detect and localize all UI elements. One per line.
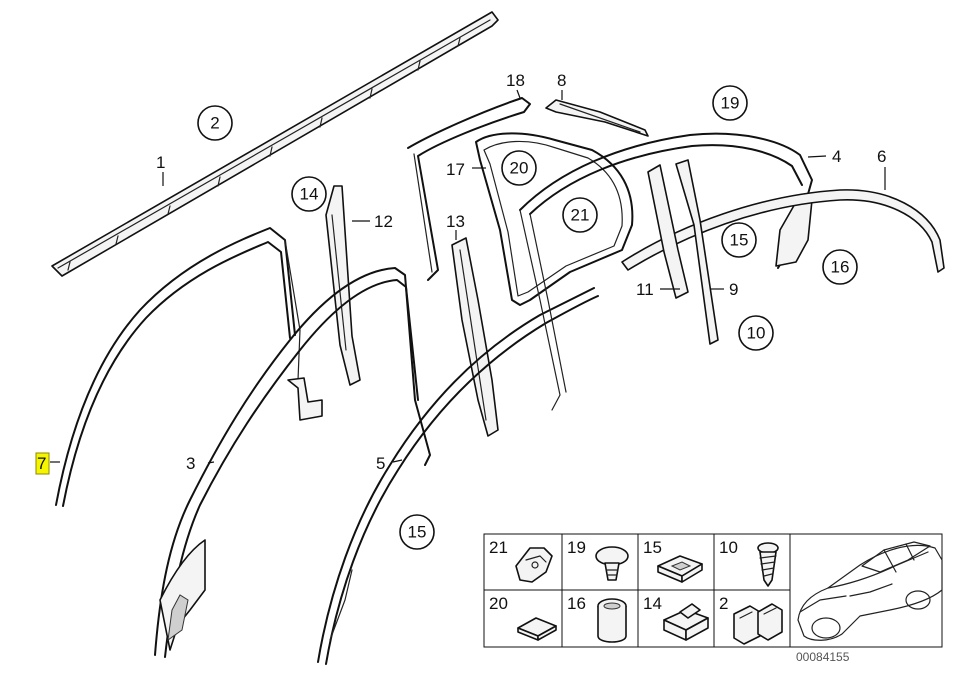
part-b-pillar-trim <box>287 185 361 421</box>
svg-text:2: 2 <box>210 114 219 133</box>
callout-leaders <box>50 89 886 464</box>
legend-cell-14-label: 14 <box>643 594 662 613</box>
part-front-door-seal <box>55 227 301 507</box>
part-rear-quarter-frame <box>519 132 813 411</box>
bubble-19: 19 <box>712 85 748 121</box>
part-rear-channel-11 <box>647 164 689 299</box>
clip-bracket-icon <box>515 547 553 583</box>
svg-text:15: 15 <box>408 523 427 542</box>
legend-cell-19-label: 19 <box>567 538 586 557</box>
part-rear-upright-trim <box>407 97 531 281</box>
highlight-marker <box>35 452 50 475</box>
part-center-pillar-cover <box>451 237 499 437</box>
callout-17: 17 <box>446 160 465 179</box>
bubble-10: 10 <box>738 315 774 351</box>
part-rear-roof-strip <box>621 189 945 273</box>
part-rear-door-frame <box>317 287 599 665</box>
callout-5: 5 <box>376 454 385 473</box>
grommet-icon <box>597 598 627 643</box>
legend-cell-2-label: 2 <box>719 594 728 613</box>
bubble-21: 21 <box>562 197 598 233</box>
svg-text:20: 20 <box>510 159 529 178</box>
callout-12: 12 <box>374 212 393 231</box>
vehicle-thumbnail <box>797 541 943 641</box>
block-clip-icon <box>663 603 709 641</box>
legend-cell-10-label: 10 <box>719 538 738 557</box>
part-rear-door-glass-seal <box>475 132 634 306</box>
mushroom-plug-icon <box>595 546 629 581</box>
document-number: 00084155 <box>796 650 850 664</box>
bubble-15-upper: 15 <box>721 222 757 258</box>
legend-cell-21-label: 21 <box>489 538 508 557</box>
part-front-door-frame <box>154 267 431 658</box>
bubble-14: 14 <box>291 176 327 212</box>
legend-cell-16-label: 16 <box>567 594 586 613</box>
small-parts-legend: 21 19 15 10 20 16 14 2 <box>483 533 943 648</box>
legend-cell-15-label: 15 <box>643 538 662 557</box>
bubble-16: 16 <box>822 249 858 285</box>
legend-cell-20-label: 20 <box>489 594 508 613</box>
callout-4: 4 <box>832 147 841 166</box>
bubble-15-lower: 15 <box>399 514 435 550</box>
svg-text:21: 21 <box>571 206 590 225</box>
callout-9: 9 <box>729 280 738 299</box>
callout-3: 3 <box>186 454 195 473</box>
callout-18: 18 <box>506 71 525 90</box>
bubble-2: 2 <box>197 105 233 141</box>
svg-text:16: 16 <box>831 258 850 277</box>
callout-13: 13 <box>446 212 465 231</box>
callout-7: 7 <box>37 454 46 473</box>
callout-6: 6 <box>877 147 886 166</box>
svg-text:10: 10 <box>747 324 766 343</box>
callout-1: 1 <box>156 153 165 172</box>
square-clip-icon <box>657 555 703 583</box>
svg-text:19: 19 <box>721 94 740 113</box>
screw-icon <box>757 542 779 587</box>
svg-text:15: 15 <box>730 231 749 250</box>
part-rear-channel-9 <box>675 159 719 345</box>
pad-icon <box>517 617 557 641</box>
part-roof-trim-strip <box>51 11 499 277</box>
bubble-20: 20 <box>501 150 537 186</box>
double-clip-icon <box>733 603 783 645</box>
callout-11: 11 <box>636 280 654 299</box>
svg-text:14: 14 <box>300 185 319 204</box>
part-rear-upper-trim <box>545 99 649 137</box>
callout-8: 8 <box>557 71 566 90</box>
